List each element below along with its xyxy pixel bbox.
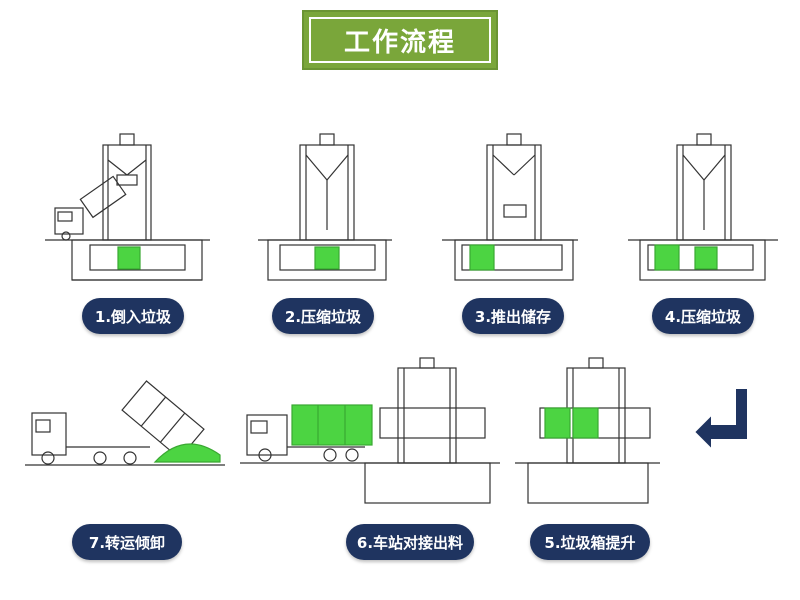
step-7-label: 7.转运倾卸 xyxy=(72,524,182,560)
title-banner: 工作流程 xyxy=(302,10,498,70)
stage-6-illustration xyxy=(240,357,500,504)
stage-7-illustration xyxy=(25,380,225,466)
step-4-label: 4.压缩垃圾 xyxy=(652,298,754,334)
stage-4-illustration xyxy=(628,133,778,281)
page-title: 工作流程 xyxy=(343,27,456,58)
stage-1-illustration xyxy=(45,133,210,281)
step-1-label: 1.倒入垃圾 xyxy=(82,298,184,334)
stage-2-illustration xyxy=(258,133,392,281)
stage-3-illustration xyxy=(442,133,578,281)
step-2-label: 2.压缩垃圾 xyxy=(272,298,374,334)
title-frame: 工作流程 xyxy=(309,17,491,63)
return-arrow-icon xyxy=(692,387,749,453)
step-5-label: 5.垃圾箱提升 xyxy=(530,524,650,560)
step-3-label: 3.推出储存 xyxy=(462,298,564,334)
step-6-label: 6.车站对接出料 xyxy=(346,524,474,560)
stage-5-illustration xyxy=(515,357,660,504)
